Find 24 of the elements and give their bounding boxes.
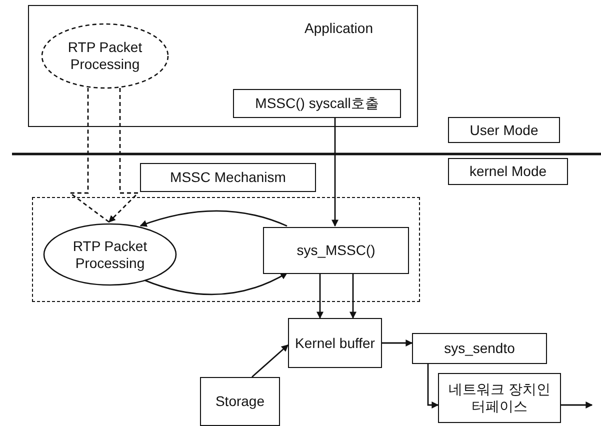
process-ellipse: RTP Packet Processing xyxy=(43,223,177,286)
application-box xyxy=(28,5,418,127)
process-box: MSSC() syscall호출 xyxy=(233,89,401,118)
process-box: Kernel buffer xyxy=(288,318,382,368)
mode-box: User Mode xyxy=(448,117,560,143)
arrow xyxy=(382,340,413,346)
process-ellipse: RTP Packet Processing xyxy=(41,23,169,89)
arrow xyxy=(427,364,439,408)
arrow xyxy=(561,402,593,408)
hollow-arrow xyxy=(69,87,140,223)
arrow xyxy=(252,344,289,378)
mode-box: kernel Mode xyxy=(448,158,568,185)
arrow xyxy=(350,273,356,319)
interface-box: 네트워크 장치인터페이스 xyxy=(438,373,561,423)
storage-box: Storage xyxy=(200,377,280,426)
dashed-group-box xyxy=(32,197,420,302)
process-box: sys_MSSC() xyxy=(263,227,409,274)
arrow xyxy=(316,273,324,319)
arrow xyxy=(140,210,288,227)
arrow xyxy=(332,117,338,227)
heading-text: Application xyxy=(304,20,373,36)
process-box: sys_sendto xyxy=(412,333,547,364)
arrow xyxy=(144,272,288,296)
mechanism-box: MSSC Mechanism xyxy=(140,163,316,192)
